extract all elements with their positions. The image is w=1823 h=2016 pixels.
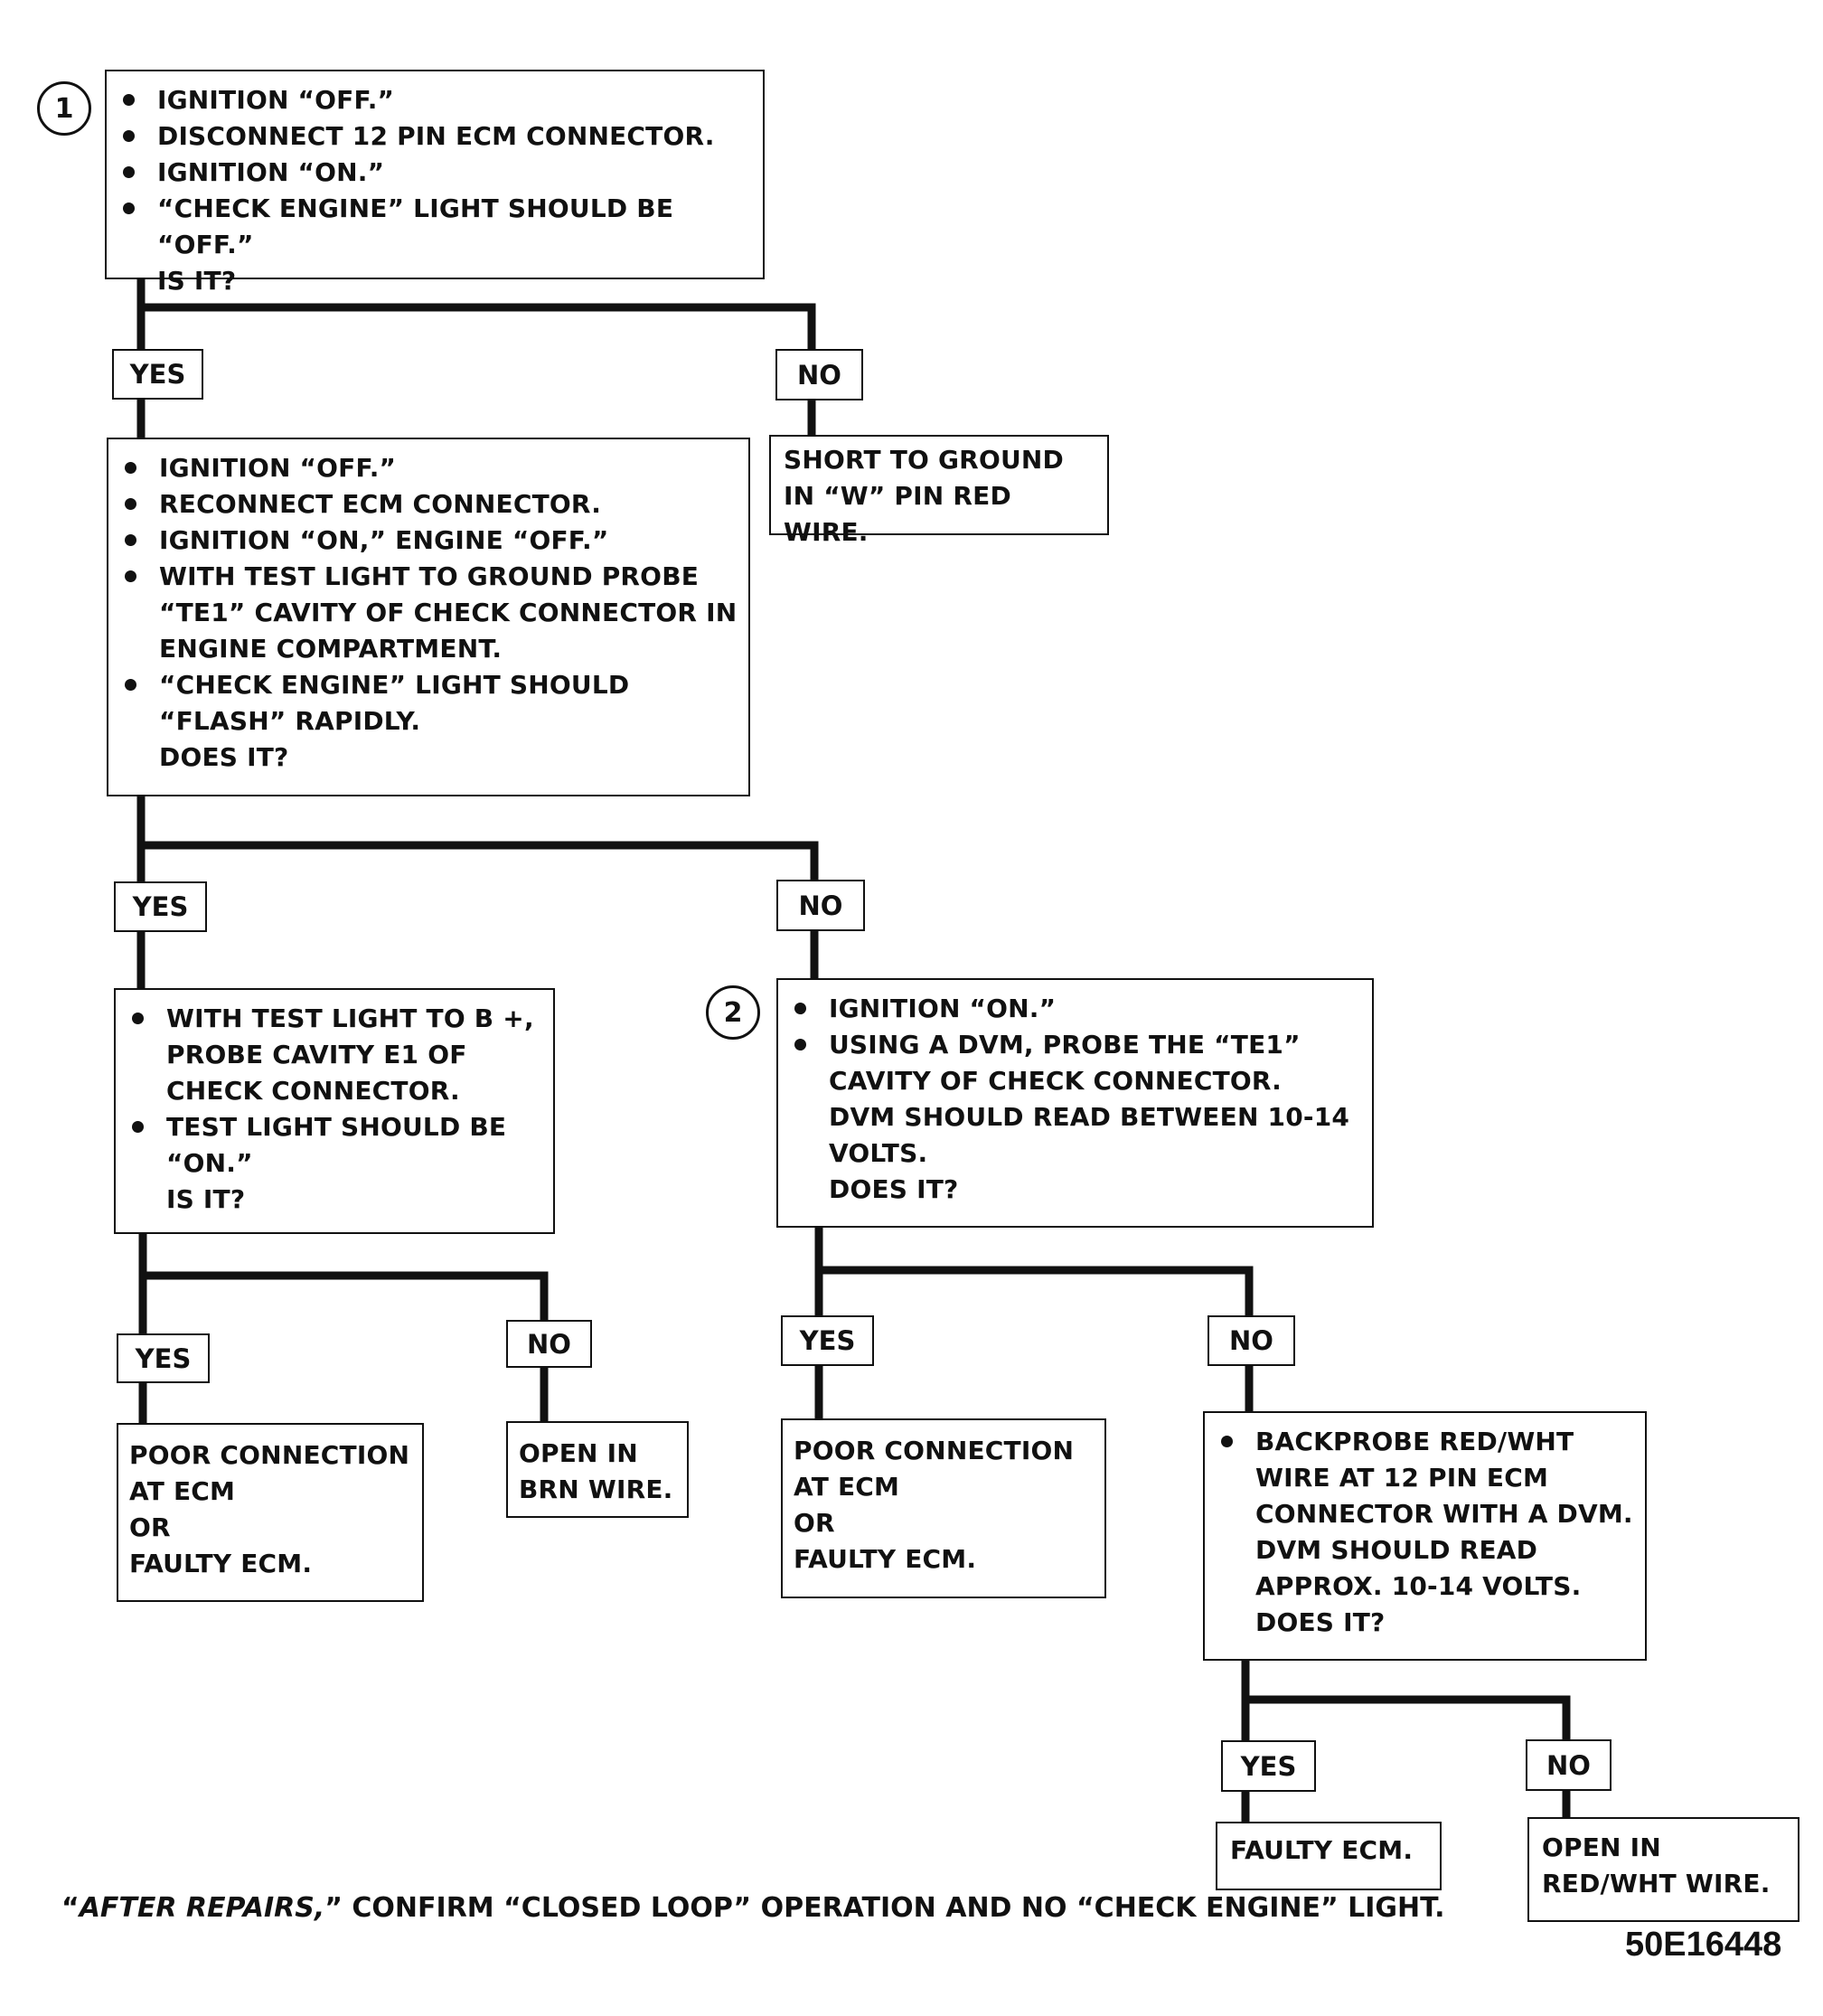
result-faulty-ecm: FAULTY ECM. xyxy=(1216,1822,1442,1890)
test-light-bullet: TEST LIGHT SHOULD BE “ON.” xyxy=(119,1109,546,1182)
no-label: NO xyxy=(506,1320,592,1368)
step-2-question: DOES IT? xyxy=(829,1174,959,1204)
result-line: POOR CONNECTION xyxy=(129,1440,410,1470)
step-2-bullet: USING A DVM, PROBE THE “TE1” CAVITY OF C… xyxy=(782,1027,1365,1099)
result-line: OR xyxy=(794,1508,835,1538)
step-1-bullet: IGNITION “OFF.” xyxy=(110,82,756,118)
yes-label: YES xyxy=(117,1333,210,1383)
reconnect-bullet: IGNITION “OFF.” xyxy=(112,450,741,486)
yes-label: YES xyxy=(781,1315,874,1366)
yes-label: YES xyxy=(1221,1740,1316,1792)
result-line: OPEN IN xyxy=(1542,1832,1661,1862)
reconnect-bullet: WITH TEST LIGHT TO GROUND PROBE “TE1” CA… xyxy=(112,559,741,667)
reconnect-question: DOES IT? xyxy=(159,742,289,772)
no-label: NO xyxy=(1526,1739,1612,1791)
yes-label: YES xyxy=(114,881,207,932)
note-quote: “ xyxy=(61,1892,80,1924)
result-text: FAULTY ECM. xyxy=(1230,1835,1414,1865)
note-italic: AFTER REPAIRS, xyxy=(79,1892,325,1924)
step-number-1: 1 xyxy=(37,81,91,136)
test-light-question: IS IT? xyxy=(166,1184,246,1214)
backprobe-extra: DVM SHOULD READ APPROX. 10-14 VOLTS. xyxy=(1255,1535,1582,1601)
result-open-red-wht-wire: OPEN IN RED/WHT WIRE. xyxy=(1527,1817,1800,1922)
backprobe-box: BACKPROBE RED/WHT WIRE AT 12 PIN ECM CON… xyxy=(1203,1411,1647,1661)
test-light-bullet: WITH TEST LIGHT TO B +, PROBE CAVITY E1 … xyxy=(119,1001,546,1109)
step-1-bullet: “CHECK ENGINE” LIGHT SHOULD BE “OFF.” xyxy=(110,191,756,263)
no-label: NO xyxy=(775,349,863,400)
step-2-box: IGNITION “ON.” USING A DVM, PROBE THE “T… xyxy=(776,978,1374,1228)
reconnect-bullet: “CHECK ENGINE” LIGHT SHOULD “FLASH” RAPI… xyxy=(112,667,741,740)
result-short-to-ground: SHORT TO GROUND IN “W” PIN RED WIRE. xyxy=(769,435,1109,547)
step-number-2: 2 xyxy=(706,985,760,1040)
step-2-bullet: IGNITION “ON.” xyxy=(782,991,1365,1027)
result-line: AT ECM xyxy=(129,1476,236,1506)
result-poor-connection-2: POOR CONNECTION AT ECM OR FAULTY ECM. xyxy=(781,1418,1106,1598)
no-label: NO xyxy=(1208,1315,1295,1366)
after-repairs-note: “AFTER REPAIRS,” CONFIRM “CLOSED LOOP” O… xyxy=(61,1892,1444,1924)
step-1-bullet: IGNITION “ON.” xyxy=(110,155,756,191)
result-line: RED/WHT WIRE. xyxy=(1542,1869,1771,1898)
reconnect-ecm-box: IGNITION “OFF.” RECONNECT ECM CONNECTOR.… xyxy=(107,438,750,796)
result-line: FAULTY ECM. xyxy=(794,1544,977,1574)
note-text: ” CONFIRM “CLOSED LOOP” OPERATION AND NO… xyxy=(324,1892,1445,1924)
result-line: BRN WIRE. xyxy=(519,1474,673,1504)
step-1-box: IGNITION “OFF.” DISCONNECT 12 PIN ECM CO… xyxy=(105,70,765,296)
yes-label: YES xyxy=(112,349,203,400)
result-line: POOR CONNECTION xyxy=(794,1436,1075,1465)
reconnect-bullet: RECONNECT ECM CONNECTOR. xyxy=(112,486,741,523)
no-label: NO xyxy=(776,880,865,931)
result-poor-connection-1: POOR CONNECTION AT ECM OR FAULTY ECM. xyxy=(117,1423,424,1602)
result-line: FAULTY ECM. xyxy=(129,1549,313,1578)
result-open-brn-wire: OPEN IN BRN WIRE. xyxy=(506,1421,689,1518)
result-line: AT ECM xyxy=(794,1472,900,1502)
backprobe-bullet: BACKPROBE RED/WHT WIRE AT 12 PIN ECM CON… xyxy=(1208,1424,1638,1532)
reconnect-bullet: IGNITION “ON,” ENGINE “OFF.” xyxy=(112,523,741,559)
result-text: SHORT TO GROUND IN “W” PIN RED WIRE. xyxy=(784,445,1064,547)
result-line: OR xyxy=(129,1512,171,1542)
figure-id: 50E16448 xyxy=(1625,1926,1782,1964)
step-2-extra: DVM SHOULD READ BETWEEN 10-14 VOLTS. xyxy=(829,1102,1350,1168)
result-line: OPEN IN xyxy=(519,1438,638,1468)
backprobe-question: DOES IT? xyxy=(1255,1607,1386,1637)
test-light-b-plus-box: WITH TEST LIGHT TO B +, PROBE CAVITY E1 … xyxy=(114,988,555,1234)
step-1-bullet: DISCONNECT 12 PIN ECM CONNECTOR. xyxy=(110,118,756,155)
step-1-question: IS IT? xyxy=(157,266,237,296)
